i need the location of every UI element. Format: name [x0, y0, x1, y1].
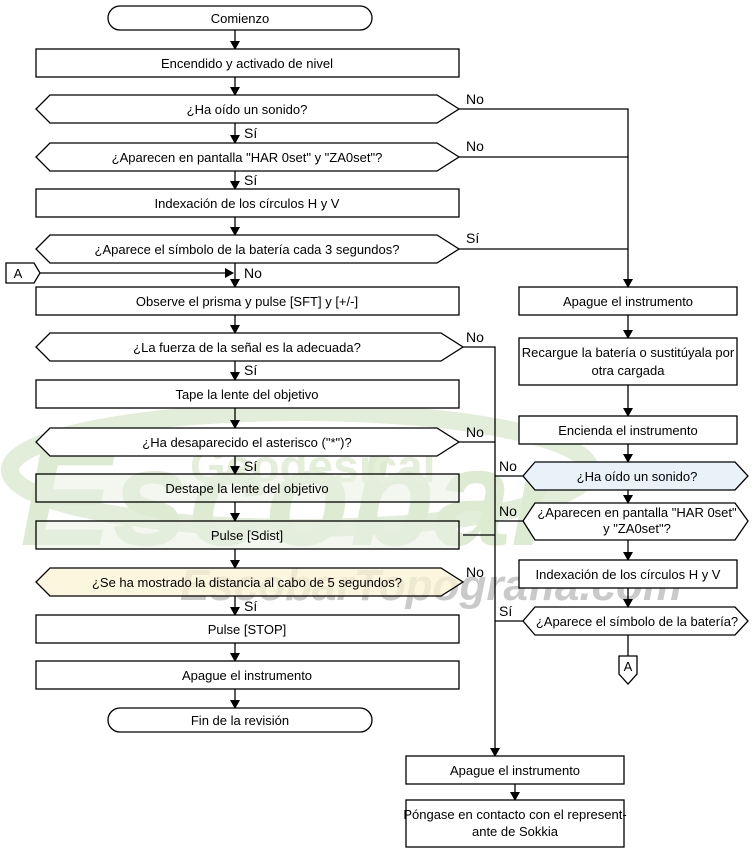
power-on-label: Encendido y activado de nivel [161, 56, 333, 71]
q-battery-label: ¿Aparece el símbolo de la batería cada 3… [95, 242, 400, 257]
left-column [5, 5, 465, 733]
stop-box [35, 614, 460, 644]
label-r-no-sound: No [499, 458, 517, 474]
q-battery-decision [35, 234, 461, 264]
indexing-box [35, 188, 460, 218]
r-power-off-2-label: Apague el instrumento [450, 763, 580, 778]
r-contact-label-2: ante de Sokkia [472, 824, 559, 839]
end-label: Fin de la revisión [191, 713, 289, 728]
r-recharge-label-2: otra cargada [592, 363, 666, 378]
q-har-decision [35, 142, 461, 172]
label-r-no-har: No [499, 503, 517, 519]
right-texts: Apague el instrumento Recargue la baterí… [403, 294, 738, 839]
q-signal-label: ¿La fuerza de la señal es la adecuada? [133, 340, 361, 355]
q-sound-decision [35, 94, 461, 124]
uncover-lens-label: Destape la lente del objetivo [165, 481, 328, 496]
label-si-asterisk: Sí [244, 458, 257, 474]
r-indexing-box [518, 559, 738, 589]
q-asterisk-label: ¿Ha desaparecido el asterisco ("*")? [142, 435, 351, 450]
connector-a-out [618, 655, 638, 685]
sdist-box [35, 520, 460, 550]
label-no-distance: No [466, 564, 484, 580]
r-q-battery-label: ¿Aparece el símbolo de la batería? [536, 614, 738, 629]
r-recharge-label-1: Recargue la batería o sustitúyala por [522, 345, 735, 360]
label-si-battery: Sí [466, 230, 479, 246]
connector-a-in-label: A [14, 266, 23, 281]
r-q-sound-decision [522, 461, 749, 491]
indexing-label: Indexación de los círculos H y V [155, 196, 340, 211]
q-asterisk-decision [35, 427, 461, 457]
edge-no-signal [463, 346, 500, 757]
label-si-sound: Sí [244, 125, 257, 141]
label-si-signal: Sí [244, 362, 257, 378]
connector-a-in [5, 262, 41, 284]
label-no-sound: No [466, 91, 484, 107]
q-sound-label: ¿Ha oído un sonido? [187, 102, 308, 117]
r-recharge-box [518, 337, 738, 386]
r-power-on-label: Encienda el instrumento [558, 423, 697, 438]
label-no-har: No [466, 138, 484, 154]
q-distance-decision [35, 567, 465, 597]
stop-label: Pulse [STOP] [208, 622, 287, 637]
label-r-si-battery: Sí [499, 603, 512, 619]
left-connectors [36, 30, 240, 709]
start-label: Comienzo [211, 11, 270, 26]
connector-a-out-label: A [624, 659, 633, 674]
r-q-sound-label: ¿Ha oído un sonido? [577, 469, 698, 484]
left-texts: Comienzo Encendido y activado de nivel ¿… [14, 11, 402, 728]
start-terminator [107, 5, 373, 31]
label-no-signal: No [466, 329, 484, 345]
power-off-label: Apague el instrumento [182, 668, 312, 683]
end-terminator [107, 707, 373, 733]
observe-box [35, 286, 460, 316]
q-har-label: ¿Aparecen en pantalla "HAR 0set" y "ZA0s… [112, 150, 383, 165]
r-indexing-label: Indexación de los círculos H y V [536, 567, 721, 582]
r-contact-label-1: Póngase en contacto con el represent- [403, 807, 626, 822]
r-q-har-label-2: y "ZA0set"? [603, 521, 671, 536]
r-power-on-box [518, 415, 738, 445]
uncover-lens-box [35, 473, 460, 503]
r-power-off-label: Apague el instrumento [563, 294, 693, 309]
label-no-asterisk: No [466, 424, 484, 440]
r-contact-box [405, 799, 625, 848]
r-q-har-decision [522, 502, 749, 541]
q-signal-decision [35, 332, 465, 362]
cover-lens-box [35, 379, 460, 409]
r-power-off-box [518, 286, 738, 316]
r-power-off-2-box [405, 755, 625, 785]
label-si-distance: Sí [244, 598, 257, 614]
label-no-battery: No [244, 265, 262, 281]
power-off-box [35, 660, 460, 690]
branch-labels: No Sí No Sí Sí No No Sí No Sí No Sí No N… [244, 91, 517, 619]
right-connectors [495, 315, 633, 801]
sdist-label: Pulse [Sdist] [211, 528, 283, 543]
r-q-har-label-1: ¿Aparecen en pantalla "HAR 0set" [537, 505, 737, 520]
cover-lens-label: Tape la lente del objetivo [175, 387, 318, 402]
power-on-box [35, 48, 460, 78]
right-column [405, 286, 749, 848]
r-q-battery-decision [522, 606, 749, 636]
q-distance-label: ¿Se ha mostrado la distancia al cabo de … [92, 575, 402, 590]
edge-no-sound [437, 108, 633, 288]
label-si-har: Sí [244, 172, 257, 188]
observe-label: Observe el prisma y pulse [SFT] y [+/-] [136, 294, 358, 309]
